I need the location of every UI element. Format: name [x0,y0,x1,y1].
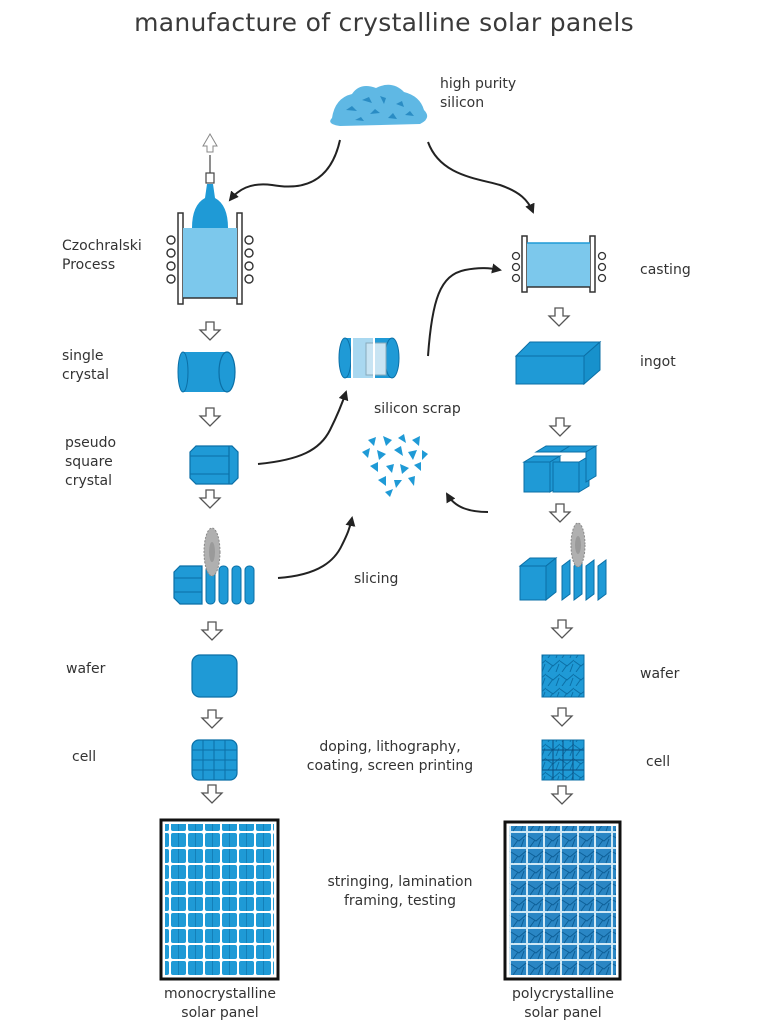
down-arrow-icon [198,489,222,509]
single-crystal-icon [177,351,236,393]
diagram-title: manufacture of crystalline solar panels [134,8,634,37]
label-monocrystalline-panel: monocrystalline solar panel [164,986,276,1021]
label-ingot: ingot [640,354,676,370]
label-polycrystalline-panel: polycrystalline solar panel [512,986,614,1021]
label-cell-mono: cell [72,749,97,765]
down-arrow-icon [200,709,224,729]
cut-bricks-icon [522,445,598,493]
label-czochralski-process: Czochralski Process [62,238,142,273]
down-arrow-icon [198,407,222,427]
label-wafer-poly: wafer [640,666,680,682]
label-high-purity-silicon: high purity silicon [440,76,517,111]
arrow-scrap-to-casting [427,263,502,357]
arrow-poly-slicing-to-scrap [446,492,489,513]
label-stringing-lamination: stringing, lamination framing, testing [327,874,473,909]
down-arrow-icon [548,503,572,523]
silicon-scrap-fragments-icon [362,434,428,497]
down-arrow-icon [198,321,222,341]
scrap-cylinder-icon [338,337,400,379]
slicing-saw-right-icon [518,522,607,602]
pseudo-square-crystal-icon [189,445,239,485]
label-casting: casting [640,262,691,278]
label-silicon-scrap: silicon scrap [374,401,461,417]
down-arrow-icon [547,307,571,327]
down-arrows [198,307,574,805]
down-arrow-icon [550,785,574,805]
down-arrow-icon [550,707,574,727]
mono-cell-icon [191,739,238,781]
arrow-slicing-to-scrap [277,516,356,579]
silicon-pile-icon [330,84,428,126]
down-arrow-icon [200,784,224,804]
arrow-silicon-to-czochralski [228,139,341,202]
casting-apparatus-icon [511,235,607,293]
label-single-crystal: single crystal [62,348,109,383]
down-arrow-icon [550,619,574,639]
down-arrow-icon [548,417,572,437]
polycrystalline-panel-icon [503,820,622,981]
label-cell-poly: cell [646,754,671,770]
ingot-icon [514,340,602,386]
czochralski-apparatus-icon [166,133,254,305]
arrow-silicon-to-casting [427,141,535,214]
slicing-saw-left-icon [173,527,255,605]
label-wafer-mono: wafer [66,661,106,677]
label-pseudo-square-crystal: pseudo square crystal [65,435,117,489]
poly-wafer-icon [541,654,585,698]
label-doping-lithography: doping, lithography, coating, screen pri… [306,739,474,774]
label-slicing: slicing [354,571,399,587]
arrow-pseudo-to-scrap [257,390,349,465]
down-arrow-icon [200,621,224,641]
mono-wafer-icon [191,654,238,698]
monocrystalline-panel-icon [159,818,280,981]
poly-cell-icon [541,739,585,781]
